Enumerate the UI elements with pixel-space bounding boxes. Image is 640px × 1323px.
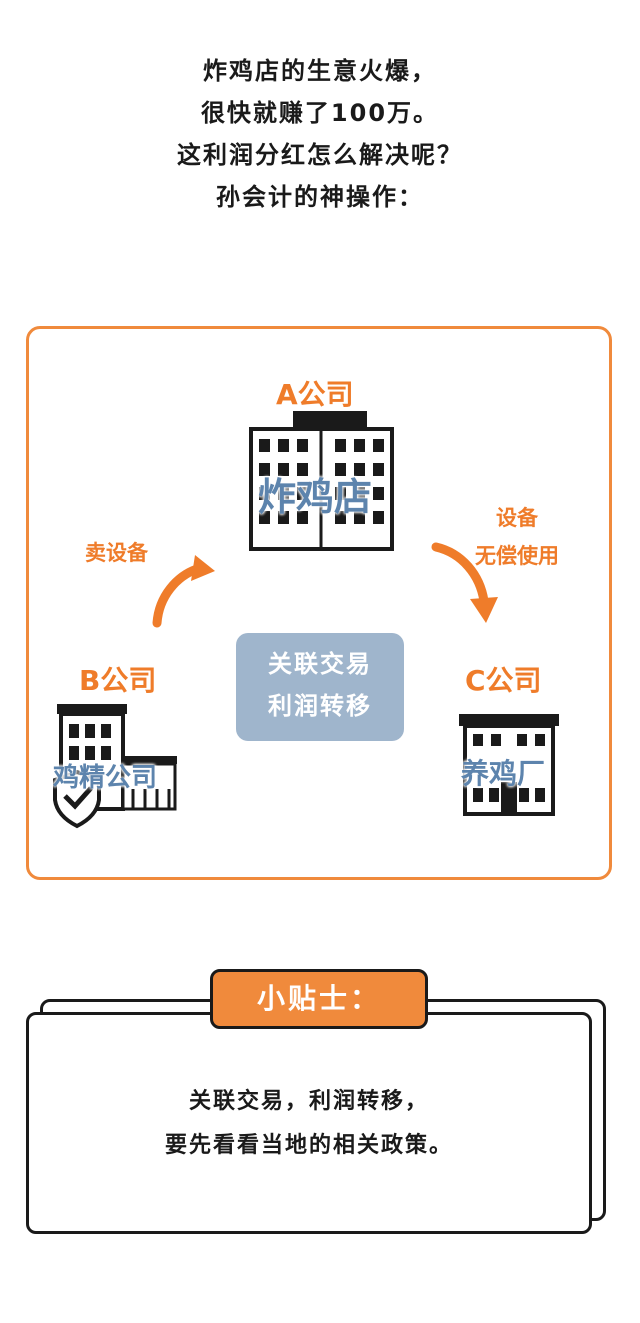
intro-line: 孙会计的神操作： <box>216 183 424 211</box>
flow-a-to-c-line: 设备 <box>496 506 538 530</box>
company-c-building-text: 养鸡厂 <box>461 757 546 790</box>
tip-line: 关联交易，利润转移， <box>188 1089 429 1114</box>
tip-body: 关联交易，利润转移， 要先看看当地的相关政策。 <box>26 1080 592 1168</box>
flow-a-to-c-line: 无偿使用 <box>475 544 559 568</box>
company-a-label: A公司 <box>276 378 354 411</box>
tip-line: 要先看看当地的相关政策。 <box>164 1133 453 1158</box>
company-c-label: C公司 <box>465 664 542 697</box>
flow-b-to-a-label: 卖设备 <box>85 541 148 565</box>
intro-text: 炸鸡店的生意火爆， 很快就赚了100万。 这利润分红怎么解决呢？ 孙会计的神操作… <box>0 50 640 218</box>
tip-card <box>26 1012 592 1234</box>
arrow-b-to-a-icon <box>152 555 215 628</box>
intro-line: 这利润分红怎么解决呢？ <box>177 141 463 169</box>
profit-transfer-diagram: A公司 炸鸡店 卖设备 设备 无偿使用 关联交易 利润转移 B <box>26 326 612 880</box>
center-line: 关联交易 <box>268 650 372 678</box>
intro-line: 炸鸡店的生意火爆， <box>203 57 437 85</box>
center-summary-box: 关联交易 利润转移 <box>236 633 404 741</box>
flow-a-to-c-label: 设备 无偿使用 <box>475 499 559 575</box>
center-line: 利润转移 <box>268 692 372 720</box>
tip-title: 小贴士： <box>210 969 428 1029</box>
intro-line: 很快就赚了100万。 <box>200 99 440 127</box>
arrow-a-to-c-icon <box>431 542 498 623</box>
office-building-icon <box>249 411 394 551</box>
factory-building-icon <box>53 704 177 829</box>
company-b-label: B公司 <box>79 664 157 697</box>
farm-building-icon <box>459 714 559 816</box>
company-b-building-text: 鸡精公司 <box>53 763 158 793</box>
company-a-building-text: 炸鸡店 <box>258 475 373 519</box>
